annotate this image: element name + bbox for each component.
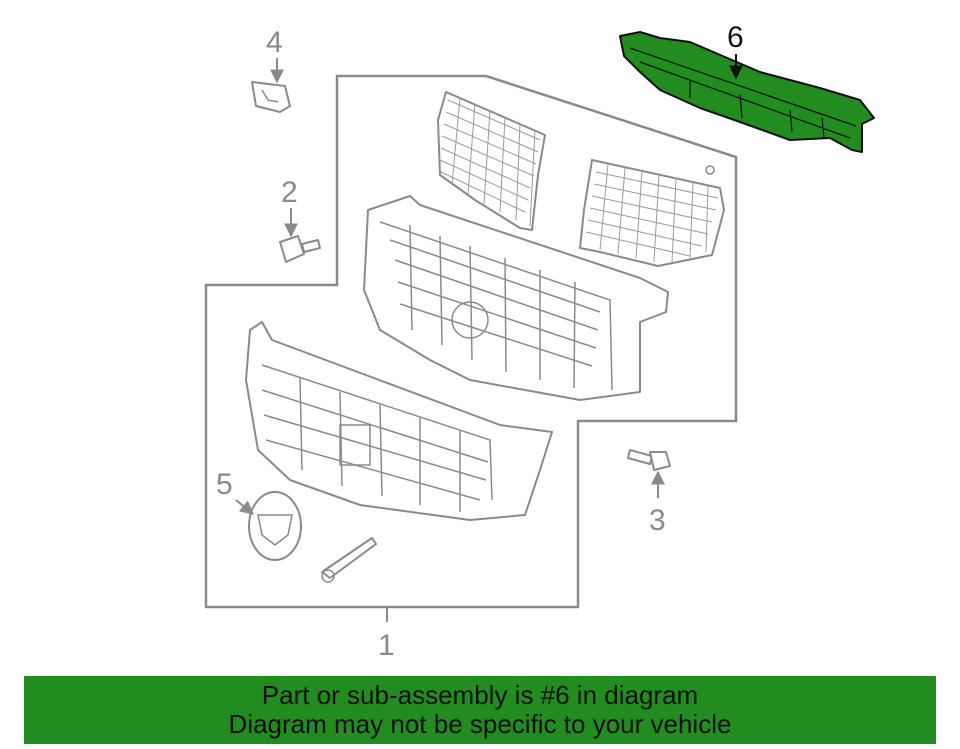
callout-4: 4 [266, 26, 283, 59]
screw-part-3 [627, 449, 671, 471]
upper-right-mesh-insert [579, 159, 725, 267]
upper-left-mesh-insert [437, 91, 546, 231]
info-banner: Part or sub-assembly is #6 in diagram Di… [24, 676, 936, 744]
parts-diagram: 4 2 3 5 1 6 [204, 21, 875, 662]
bolt-part-2 [279, 235, 321, 263]
banner-line-1: Part or sub-assembly is #6 in diagram [261, 680, 699, 710]
radiator-support-bracket-part-6 [619, 31, 875, 153]
emblem-part-5 [248, 491, 302, 561]
leader-arrow-5 [235, 499, 255, 515]
callout-5: 5 [216, 468, 233, 501]
callout-3: 3 [649, 504, 666, 537]
grille-front-shell [245, 321, 553, 521]
banner-line-2: Diagram may not be specific to your vehi… [228, 709, 732, 739]
mounting-pin [321, 537, 377, 583]
callout-2: 2 [281, 176, 298, 209]
callout-6: 6 [727, 21, 744, 54]
grille-rear-shell [363, 195, 669, 401]
callout-1: 1 [378, 629, 395, 662]
assembly-boundary [204, 74, 738, 609]
clip-part-4 [251, 81, 291, 113]
